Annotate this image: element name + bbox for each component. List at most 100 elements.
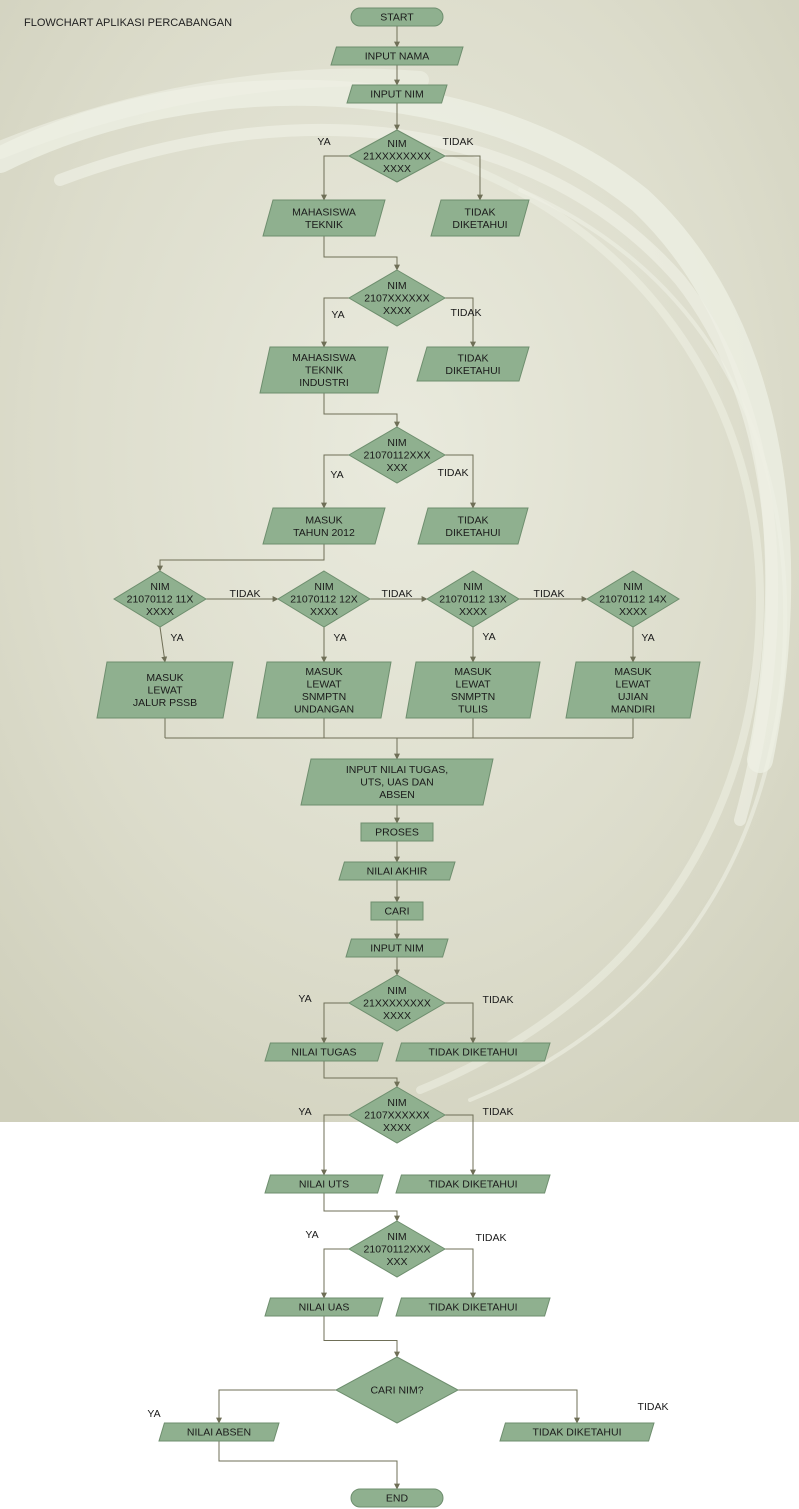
node-text: NILAI ABSEN xyxy=(187,1427,251,1439)
node-text: NIM xyxy=(314,581,333,593)
node-text: PROSES xyxy=(375,827,419,839)
node-text: MASUK xyxy=(614,666,651,678)
connector xyxy=(157,544,325,572)
node-text: NILAI AKHIR xyxy=(367,866,428,878)
node-text: TEKNIK xyxy=(305,219,343,231)
edge-label-d3-ya: YA xyxy=(330,469,343,481)
io-shape xyxy=(330,46,464,66)
node-text: END xyxy=(386,1493,409,1505)
io-shape xyxy=(416,346,530,382)
node-text: NIM xyxy=(150,581,169,593)
io-shape xyxy=(395,1042,551,1062)
edge-label-d2-tidak: TIDAK xyxy=(451,307,482,319)
decision-shape xyxy=(348,426,446,484)
io-shape xyxy=(395,1174,551,1194)
node-text: 21070112 14X xyxy=(599,594,667,606)
node-text: LEWAT xyxy=(306,678,342,690)
connector xyxy=(445,1248,476,1299)
node-nilai-uas: NILAI UAS xyxy=(264,1297,384,1317)
io-shape xyxy=(565,661,701,719)
edge-label-d3-tidak: TIDAK xyxy=(438,467,469,479)
edge-label-r3-ya: YA xyxy=(482,631,495,643)
node-text: NIM xyxy=(623,581,642,593)
node-text: CARI xyxy=(384,906,409,918)
connector xyxy=(216,1389,336,1424)
edge-label-d7-ya: YA xyxy=(147,1408,160,1420)
node-input-nama: INPUT NAMA xyxy=(330,46,464,66)
node-text: MASUK xyxy=(454,666,491,678)
node-nilai-tugas: NILAI TUGAS xyxy=(264,1042,384,1062)
node-text: MANDIRI xyxy=(611,703,655,715)
edge-label-d2-ya: YA xyxy=(331,309,344,321)
node-text: MAHASISWA xyxy=(292,206,356,218)
io-shape xyxy=(264,1297,384,1317)
node-text: TIDAK DIKETAHUI xyxy=(428,1047,517,1059)
io-shape xyxy=(346,84,448,104)
node-text: INDUSTRI xyxy=(299,377,349,389)
io-shape xyxy=(395,1297,551,1317)
node-text: 21070112XXX xyxy=(364,450,431,462)
io-shape xyxy=(262,199,386,237)
edge-label-r3-tidak: TIDAK xyxy=(534,588,565,600)
node-text: XXXX xyxy=(146,606,174,618)
node-text: NILAI TUGAS xyxy=(291,1047,356,1059)
edge-labels: YA TIDAK YA TIDAK YA TIDAK TIDAK TIDAK TIDAK YA YA… xyxy=(147,136,668,1420)
node-text: TIDAK DIKETAHUI xyxy=(428,1302,517,1314)
decision-shape xyxy=(586,570,680,628)
node-tidak-6: TIDAK DIKETAHUI xyxy=(395,1297,551,1317)
node-text: 2107XXXXXX xyxy=(364,293,429,305)
decision-shape xyxy=(348,269,446,327)
io-shape xyxy=(417,507,529,545)
io-shape xyxy=(264,1042,384,1062)
node-text: NIM xyxy=(387,280,406,292)
node-text: JALUR PSSB xyxy=(133,697,197,709)
node-input-nim-2: INPUT NIM xyxy=(345,938,449,958)
connector xyxy=(159,626,168,663)
edge-label-d4-ya: YA xyxy=(298,993,311,1005)
node-text: MASUK xyxy=(305,514,342,526)
decision-shape xyxy=(334,1356,460,1424)
diagram-title: FLOWCHART APLIKASI PERCABANGAN xyxy=(24,17,233,29)
io-shape xyxy=(300,758,494,806)
io-shape xyxy=(264,1174,384,1194)
io-shape xyxy=(345,938,449,958)
node-proses: PROSES xyxy=(360,822,434,842)
io-shape xyxy=(338,861,456,881)
connector xyxy=(321,155,349,201)
edge-label-d1-ya: YA xyxy=(317,136,330,148)
node-text: INPUT NIM xyxy=(370,943,423,955)
node-text: MASUK xyxy=(305,666,342,678)
node-text: NILAI UAS xyxy=(299,1302,350,1314)
edge-label-r2-tidak: TIDAK xyxy=(382,588,413,600)
connector xyxy=(445,155,483,201)
connector xyxy=(323,393,400,428)
io-shape xyxy=(259,346,389,394)
node-text: DIKETAHUI xyxy=(452,219,507,231)
connector xyxy=(445,1002,476,1044)
edge-label-d5-ya: YA xyxy=(298,1106,311,1118)
node-text: TULIS xyxy=(458,703,488,715)
edge-label-r1-tidak: TIDAK xyxy=(230,588,261,600)
edge-label-d6-tidak: TIDAK xyxy=(476,1232,507,1244)
connector xyxy=(445,297,476,348)
edge-label-r2-ya: YA xyxy=(333,632,346,644)
decision-shape xyxy=(348,1086,446,1144)
io-shape xyxy=(499,1422,655,1442)
node-dec-cari: CARI NIM? xyxy=(334,1356,460,1424)
node-text: XXX xyxy=(386,462,407,474)
node-text: UJIAN xyxy=(618,691,648,703)
background-swirls xyxy=(0,68,792,1102)
connector xyxy=(323,1061,400,1088)
